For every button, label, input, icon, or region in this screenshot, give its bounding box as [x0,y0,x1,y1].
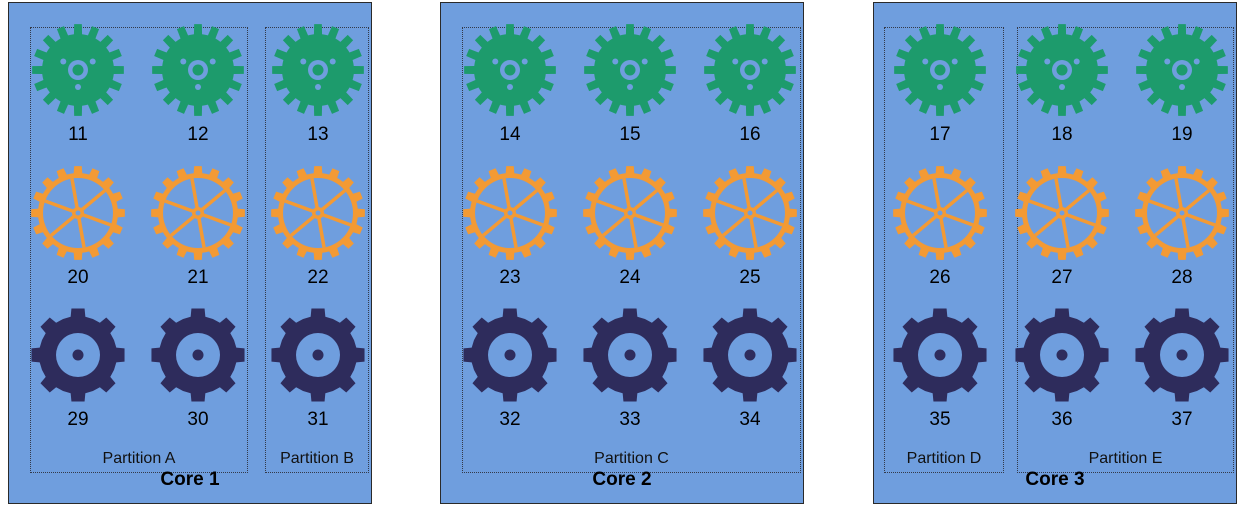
gear-cell: 25 [700,163,800,305]
gear-cell: 12 [148,20,248,162]
gear-number: 36 [1051,409,1073,430]
gear-cell: 28 [1132,163,1232,305]
gear-number: 13 [307,124,329,145]
gear-number: 34 [739,409,761,430]
gear-number: 33 [619,409,641,430]
gear-number: 17 [929,124,951,145]
partition-e: Partition E [1017,27,1234,473]
gear-cell: 31 [268,305,368,447]
gear-cell: 33 [580,305,680,447]
gear-cell: 17 [890,20,990,162]
gear-number: 28 [1171,267,1193,288]
core-label: Core 3 [1025,469,1085,490]
gear-cell: 19 [1132,20,1232,162]
gear-number: 19 [1171,124,1193,145]
gear-number: 30 [187,409,209,430]
gear-number: 25 [739,267,761,288]
gear-cell: 21 [148,163,248,305]
gear-cell: 30 [148,305,248,447]
gear-number: 12 [187,124,209,145]
gear-cell: 34 [700,305,800,447]
gear-number: 35 [929,409,951,430]
gear-number: 15 [619,124,641,145]
gear-number: 14 [499,124,521,145]
gear-cell: 26 [890,163,990,305]
gear-number: 37 [1171,409,1193,430]
partition-label: Partition E [1088,450,1163,467]
partition-label: Partition A [102,450,176,467]
partition-label: Partition D [906,450,982,467]
gear-number: 21 [187,267,209,288]
gear-cell: 29 [28,305,128,447]
gear-cell: 36 [1012,305,1112,447]
partition-a: Partition A [30,27,248,473]
gear-cell: 11 [28,20,128,162]
gear-cell: 22 [268,163,368,305]
partition-label: Partition B [280,450,354,467]
gear-cell: 20 [28,163,128,305]
gear-number: 16 [739,124,761,145]
gear-number: 26 [929,267,951,288]
gear-cell: 15 [580,20,680,162]
gear-number: 24 [619,267,641,288]
core-label: Core 1 [160,469,220,490]
gear-cell: 27 [1012,163,1112,305]
gear-number: 31 [307,409,329,430]
gear-number: 32 [499,409,521,430]
gear-cell: 14 [460,20,560,162]
gear-cell: 18 [1012,20,1112,162]
gear-number: 18 [1051,124,1073,145]
gear-number: 11 [68,124,88,145]
gear-cell: 16 [700,20,800,162]
gear-cell: 24 [580,163,680,305]
gear-number: 22 [307,267,329,288]
gear-number: 23 [499,267,521,288]
gear-cell: 13 [268,20,368,162]
partition-label: Partition C [594,450,669,467]
gear-number: 27 [1051,267,1073,288]
gear-cell: 23 [460,163,560,305]
gear-cell: 35 [890,305,990,447]
core-label: Core 2 [592,469,652,490]
partition-d: Partition D [884,27,1004,473]
gear-number: 20 [67,267,89,288]
gear-number: 29 [67,409,89,430]
gear-cell: 37 [1132,305,1232,447]
gear-cell: 32 [460,305,560,447]
